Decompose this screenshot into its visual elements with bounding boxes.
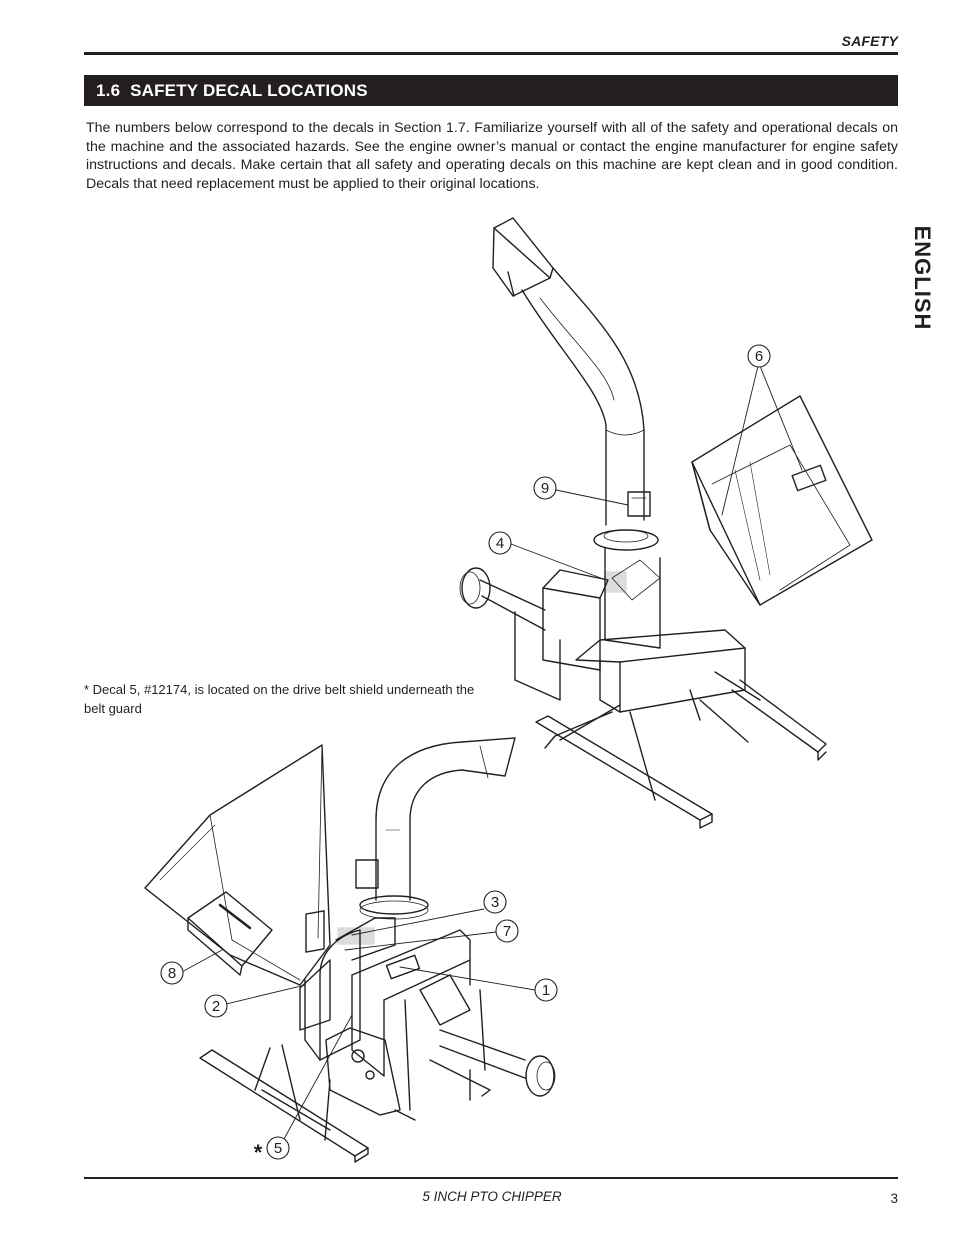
top-chipper-drawing: [459, 217, 873, 829]
callout-1-circle: [534, 978, 558, 1002]
callout-4-label: 4: [496, 535, 504, 552]
header-section-label: SAFETY: [841, 33, 898, 49]
bottom-chipper-drawing: [144, 737, 556, 1163]
callout-3-label: 3: [491, 894, 499, 911]
intro-paragraph: The numbers below correspond to the deca…: [86, 120, 898, 192]
footer-rule: [84, 1177, 898, 1179]
callout-3-circle: [483, 890, 507, 914]
header-rule: [84, 52, 898, 55]
page-number: 3: [890, 1191, 898, 1206]
callout-6-label: 6: [755, 348, 763, 365]
section-title-bar: [84, 75, 898, 106]
decal-5-note: * Decal 5, #12174, is located on the dri…: [84, 682, 475, 716]
callout-5-circle: [266, 1136, 290, 1160]
callout-9-circle: [533, 476, 557, 500]
callout-8-label: 8: [168, 965, 176, 982]
callout-8-circle: [160, 961, 184, 985]
callout-9-label: 9: [541, 480, 549, 497]
callout-5-label: 5: [274, 1140, 282, 1157]
callout-1-label: 1: [542, 982, 550, 999]
footer-title: 5 INCH PTO CHIPPER: [422, 1189, 562, 1204]
callout-5-asterisk: *: [254, 1140, 263, 1165]
callout-4-circle: [488, 531, 512, 555]
callout-6-circle: [747, 344, 771, 368]
callout-numbers: 6 9 4 3 7 1 8 2 5 *: [168, 348, 763, 1165]
callout-circles: [160, 344, 771, 1160]
callout-7-circle: [495, 919, 519, 943]
callout-2-label: 2: [212, 998, 220, 1015]
section-title: 1.6 SAFETY DECAL LOCATIONS: [96, 81, 368, 100]
callout-leaders: [179, 365, 803, 1140]
callout-7-label: 7: [503, 923, 511, 940]
callout-2-circle: [204, 994, 228, 1018]
